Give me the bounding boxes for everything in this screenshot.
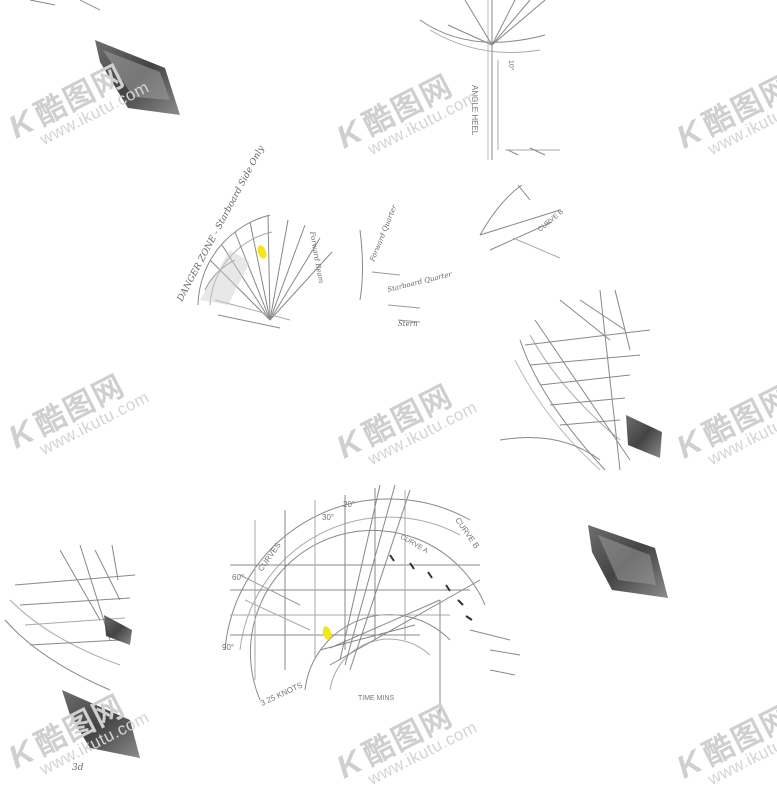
corner-note: 3d bbox=[72, 763, 84, 773]
curves-chart bbox=[224, 484, 521, 720]
curve-b-wedge bbox=[479, 184, 561, 259]
shaded-slab-top-left bbox=[29, 0, 180, 115]
highlight-mark-bottom bbox=[322, 626, 332, 640]
forward-quarter-label: Forward Quarter bbox=[368, 203, 399, 263]
hull-diagram-bottom-left bbox=[4, 544, 136, 691]
heel-angle-diagram bbox=[419, 0, 560, 160]
deg-20-label: 20° bbox=[343, 500, 355, 509]
hull-diagram-right bbox=[499, 289, 651, 471]
curve-a-label: CURVE A bbox=[399, 534, 429, 556]
deg-30-label: 30° bbox=[322, 513, 334, 522]
right-tick-marks bbox=[371, 271, 421, 323]
stern-label: Stern bbox=[398, 320, 418, 328]
angle-mark-label: 10° bbox=[507, 60, 515, 71]
shaded-slab-bottom-left-small bbox=[104, 615, 132, 645]
danger-zone-fan bbox=[197, 214, 363, 329]
shaded-slab-right-inner bbox=[598, 535, 656, 585]
highlight-mark-top bbox=[257, 245, 267, 259]
deg-90-label: 90° bbox=[222, 643, 234, 652]
danger-zone-stipple bbox=[200, 250, 250, 305]
knots-label: 3 25 KNOTS bbox=[259, 680, 304, 707]
shaded-slab-right-small bbox=[626, 415, 662, 458]
starboard-quarter-label: Starboard Quarter bbox=[387, 270, 454, 294]
curve-b-label: CURVE B bbox=[453, 516, 481, 550]
curve-b-small-label: CURVE B bbox=[537, 208, 565, 233]
angle-heel-label: ANGLE HEEL bbox=[470, 85, 479, 136]
shaded-slab-bottom-left-large bbox=[62, 690, 140, 758]
time-mins-label: TIME MINS bbox=[358, 695, 394, 702]
deg-60-label: 60° bbox=[232, 573, 244, 582]
curves-label: CURVES bbox=[256, 541, 282, 573]
scale-ticks bbox=[389, 554, 473, 621]
